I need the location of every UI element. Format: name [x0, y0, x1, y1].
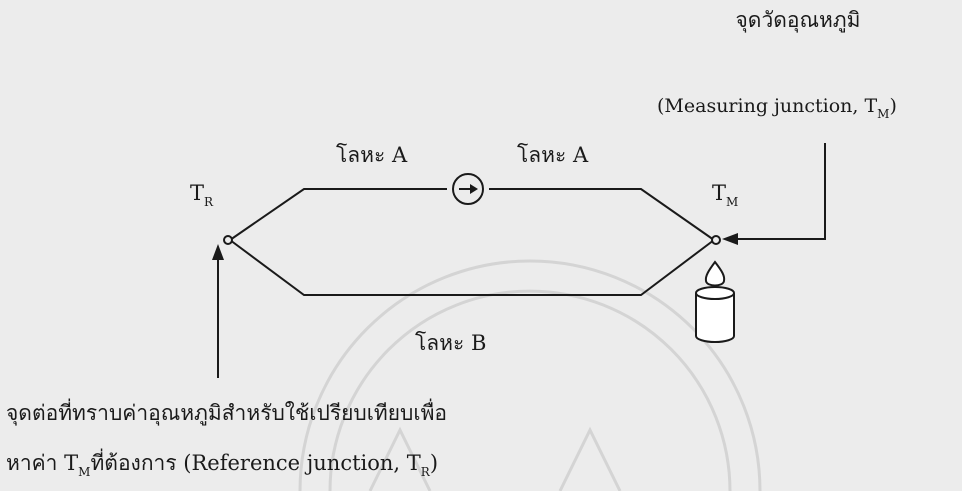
- tm-main: T: [712, 181, 726, 205]
- tr-main: T: [190, 181, 204, 205]
- reference-pointer-arrow: [212, 244, 224, 378]
- metal-a-wire-right: [489, 188, 715, 241]
- current-arrow-icon: [452, 173, 484, 205]
- metal-b-label: โลหะ B: [415, 331, 486, 355]
- reference-line2-sub2: R: [421, 465, 431, 479]
- reference-line2-c: ): [430, 451, 438, 475]
- tr-label: TR: [190, 181, 214, 209]
- metal-a-right-label: โลหะ A: [517, 143, 589, 167]
- reference-caption-line2: หาค่า TMที่ต้องการ (Reference junction, …: [6, 448, 438, 479]
- candle-icon: [695, 281, 735, 343]
- tm-label: TM: [712, 181, 738, 209]
- measuring-junction-title: จุดวัดอุณหภูมิ: [736, 8, 861, 33]
- tm-sub: M: [726, 195, 738, 209]
- flame-icon: [704, 260, 726, 287]
- watermark: [298, 259, 762, 491]
- measuring-pointer-arrow: [722, 143, 826, 245]
- metal-b-wire: [229, 239, 715, 296]
- reference-line2-a: หาค่า T: [6, 451, 78, 475]
- reference-junction-point: [223, 235, 233, 245]
- metal-a-left-label: โลหะ A: [336, 143, 408, 167]
- measuring-junction-sub: M: [877, 107, 889, 121]
- measuring-junction-label: (Measuring junction, TM): [657, 95, 897, 121]
- measuring-junction-close: ): [889, 95, 896, 117]
- metal-a-wire: [229, 188, 447, 241]
- tr-sub: R: [204, 195, 214, 209]
- reference-line2-sub: M: [78, 465, 90, 479]
- reference-line2-b: ที่ต้องการ (Reference junction, T: [90, 448, 420, 475]
- reference-caption-line1: จุดต่อที่ทราบค่าอุณหภูมิสำหรับใช้เปรียบเ…: [6, 398, 447, 426]
- measuring-junction-point: [711, 235, 721, 245]
- measuring-junction-text: (Measuring junction, T: [657, 95, 877, 117]
